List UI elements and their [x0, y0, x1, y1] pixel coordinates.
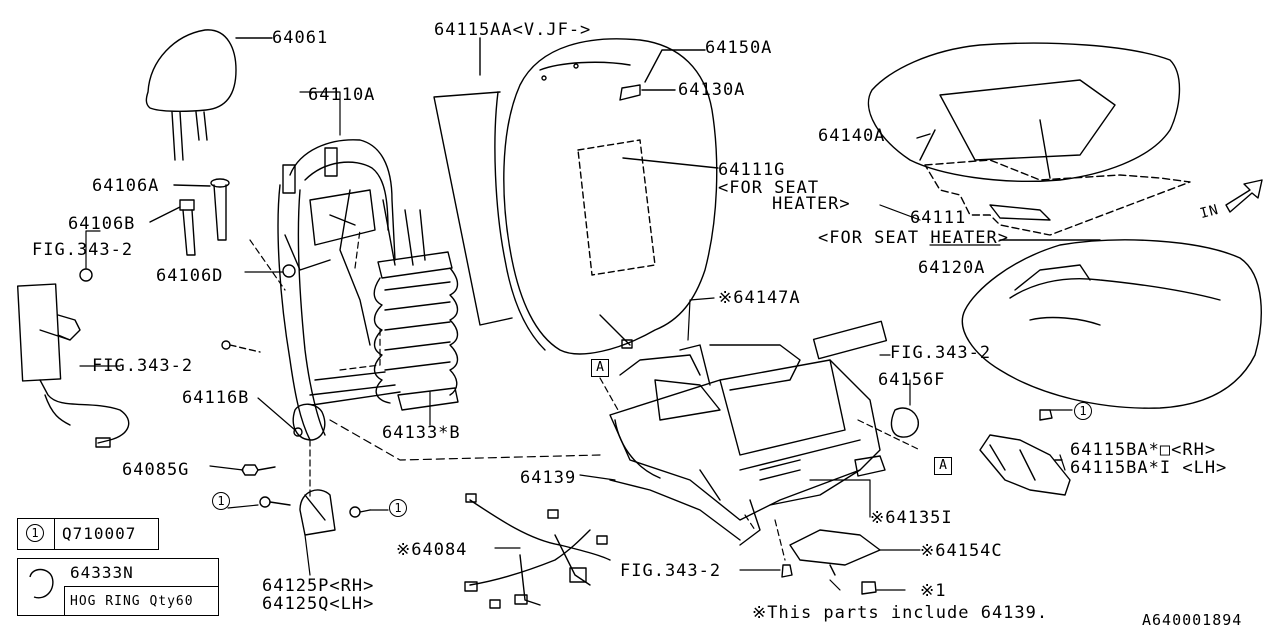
- label-heater-back-note2: HEATER>: [772, 194, 851, 214]
- ref-a-square-right: A: [934, 457, 952, 475]
- label-fig-343-2-mid[interactable]: FIG.343-2: [92, 356, 194, 376]
- label-64115BA-LH[interactable]: 64115BA*I <LH>: [1070, 458, 1228, 478]
- label-64111G[interactable]: 64111G: [718, 160, 786, 180]
- cushion-heater-drawing: [924, 159, 1191, 236]
- label-64147A[interactable]: ※64147A: [718, 288, 801, 308]
- recliner-cover-drawing: [259, 489, 371, 536]
- label-64115BA-RH[interactable]: 64115BA*□<RH>: [1070, 440, 1217, 460]
- label-64116B[interactable]: 64116B: [182, 388, 250, 408]
- side-cover-drawing: [979, 434, 1071, 496]
- note-text: ※This parts include 64139.: [752, 603, 1049, 623]
- ref-a-square-left: A: [591, 359, 609, 377]
- circle-1-left: 1: [212, 492, 230, 510]
- back-cover-drawing: [433, 37, 719, 355]
- label-64110A[interactable]: 64110A: [308, 85, 376, 105]
- cushion-cover-drawing: [867, 42, 1181, 182]
- hog-ring-icon: [29, 568, 54, 599]
- cushion-frame-drawing: [609, 320, 919, 546]
- label-64106B[interactable]: 64106B: [68, 214, 136, 234]
- label-64139[interactable]: 64139: [520, 468, 577, 488]
- label-64135I[interactable]: ※64135I: [870, 508, 953, 528]
- label-heater-cushion-note: <FOR SEAT HEATER>: [818, 228, 1009, 248]
- circle-1-right: 1: [389, 499, 407, 517]
- label-fig-343-2-top[interactable]: FIG.343-2: [32, 240, 134, 260]
- legend-circle-cell: 1: [18, 519, 55, 549]
- back-spring-drawing: [373, 199, 459, 411]
- label-heater-back-note1: <FOR SEAT: [718, 178, 820, 198]
- label-64130A[interactable]: 64130A: [678, 80, 746, 100]
- circle-1-cushion: 1: [1074, 402, 1092, 420]
- legend-hog-ring-num[interactable]: 64333N: [70, 563, 134, 582]
- label-64106A[interactable]: 64106A: [92, 176, 160, 196]
- legend-hog-ring-icon-cell: [18, 559, 65, 615]
- leader-lines: [39, 91, 1073, 591]
- label-64125Q[interactable]: 64125Q<LH>: [262, 594, 375, 614]
- headrest-drawing: [145, 29, 273, 161]
- label-64125P[interactable]: 64125P<RH>: [262, 576, 375, 596]
- headrest-guides-drawing: [79, 178, 296, 282]
- label-fig-343-2-right[interactable]: FIG.343-2: [890, 343, 992, 363]
- bracket-154-drawing: [789, 529, 881, 576]
- cushion-pad-drawing: [961, 239, 1262, 409]
- in-arrow-drawing: [1225, 179, 1263, 213]
- label-64154C[interactable]: ※64154C: [920, 541, 1003, 561]
- label-64111[interactable]: 64111: [910, 208, 967, 228]
- legend-hog-ring-num-cell: 64333N: [64, 559, 218, 587]
- back-frame-drawing: [277, 139, 401, 441]
- label-64106D[interactable]: 64106D: [156, 266, 224, 286]
- legend-hog-ring-desc: HOG RING Qty60: [70, 594, 194, 609]
- circle-note-mark: ※1: [920, 581, 947, 601]
- label-64084[interactable]: ※64084: [396, 540, 468, 560]
- label-64061[interactable]: 64061: [272, 28, 329, 48]
- label-64085G[interactable]: 64085G: [122, 460, 190, 480]
- legend-circle-1: 1: [26, 524, 44, 542]
- label-64120A[interactable]: 64120A: [918, 258, 986, 278]
- harness-drawing: [464, 493, 611, 609]
- label-64115AA[interactable]: 64115AA<V.JF->: [434, 20, 592, 40]
- diagram-id: A640001894: [1142, 611, 1243, 629]
- label-64140A[interactable]: 64140A: [818, 126, 886, 146]
- legend-part-num[interactable]: Q710007: [62, 524, 137, 543]
- legend-part-box: 1 Q710007: [17, 518, 159, 550]
- label-fig-343-2-bottom[interactable]: FIG.343-2: [620, 561, 722, 581]
- label-64150A[interactable]: 64150A: [705, 38, 773, 58]
- label-64156F[interactable]: 64156F: [878, 370, 946, 390]
- label-64133B[interactable]: 64133*B: [382, 423, 461, 443]
- legend-hog-ring-box: 64333N HOG RING Qty60: [17, 558, 219, 616]
